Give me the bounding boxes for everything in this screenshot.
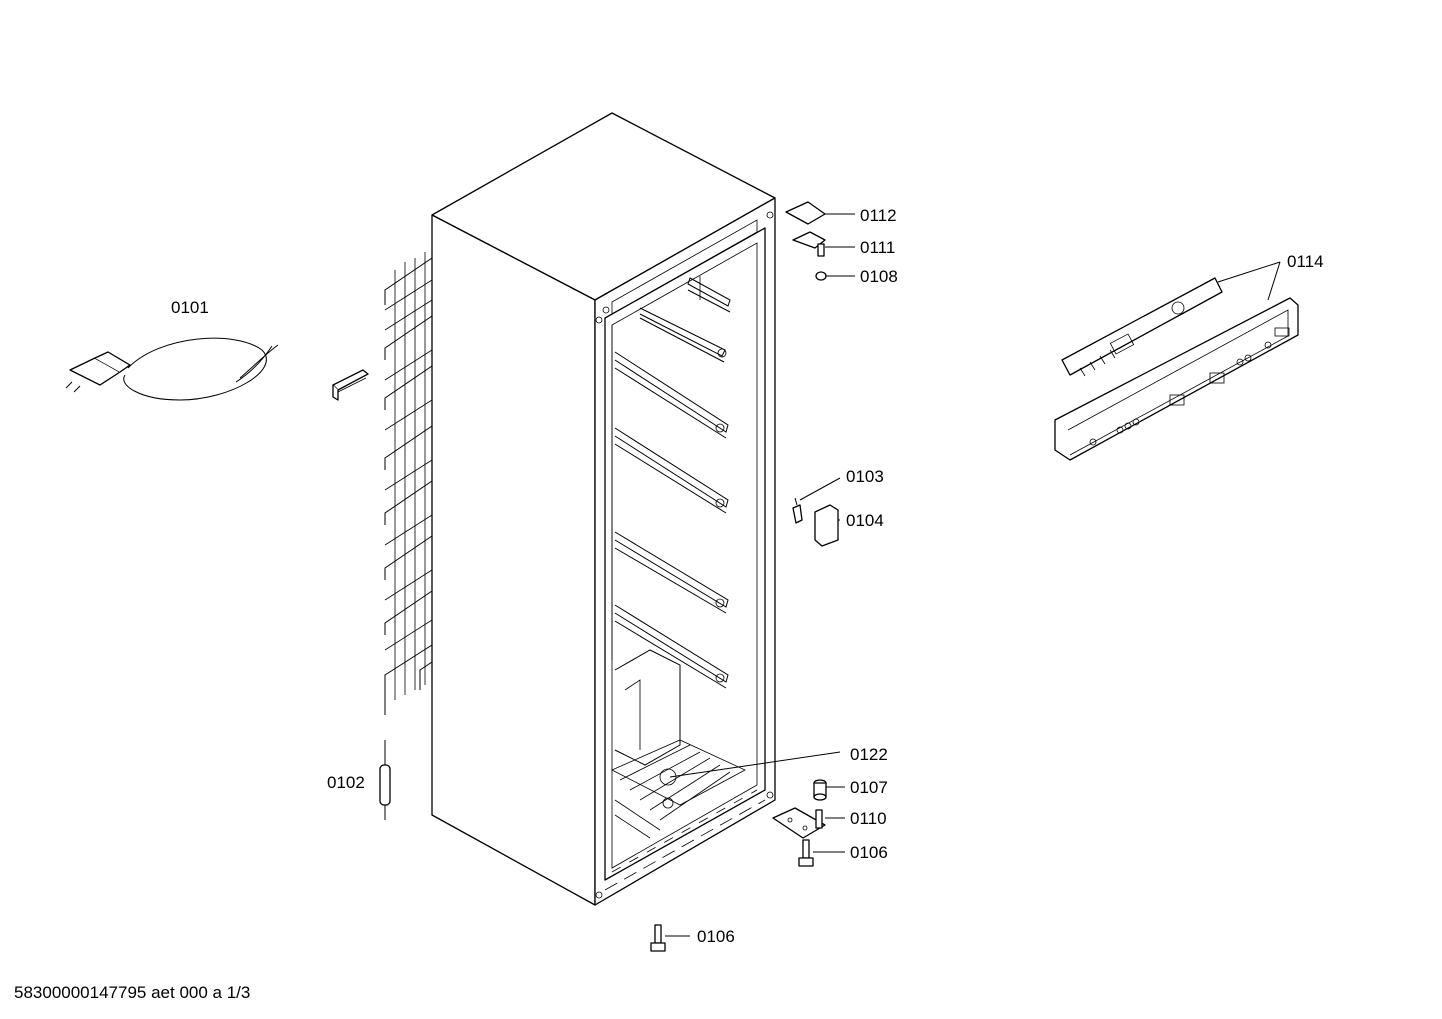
leader-lines <box>665 213 1281 937</box>
shelf-rails <box>614 277 731 689</box>
label-0110: 0110 <box>850 809 887 828</box>
label-0106-bottom: 0106 <box>697 927 735 946</box>
label-0106-right: 0106 <box>850 843 888 862</box>
label-0104: 0104 <box>846 511 884 530</box>
label-0111: 0111 <box>860 238 895 257</box>
power-cord <box>65 337 279 401</box>
label-0102: 0102 <box>327 773 365 792</box>
top-hinge-0111 <box>792 231 826 257</box>
foot-0107 <box>813 779 827 801</box>
label-0101: 0101 <box>171 298 209 317</box>
adjustable-foot-0106a <box>798 839 814 867</box>
label-0108: 0108 <box>860 267 898 286</box>
document-id-footer: 58300000147795 aet 000 a 1/3 <box>14 983 250 1002</box>
mounting-bracket <box>332 369 369 401</box>
control-panel <box>1054 277 1299 461</box>
switch-0103 <box>792 497 803 524</box>
hinge-cover-0112 <box>785 201 826 225</box>
label-0103: 0103 <box>846 467 884 486</box>
bushing-0108 <box>815 271 827 281</box>
label-0122: 0122 <box>850 745 888 764</box>
bottom-hinge-0110 <box>772 807 826 839</box>
condenser-coil <box>384 252 433 715</box>
label-0107: 0107 <box>850 778 888 797</box>
filter-drier <box>379 740 391 820</box>
freezer-cabinet <box>431 112 776 906</box>
adjustable-foot-0106b <box>650 924 666 952</box>
label-0114: 0114 <box>1287 252 1324 271</box>
light-cover-0104 <box>814 504 839 547</box>
label-0112: 0112 <box>860 206 897 225</box>
floor-grid <box>611 739 746 839</box>
